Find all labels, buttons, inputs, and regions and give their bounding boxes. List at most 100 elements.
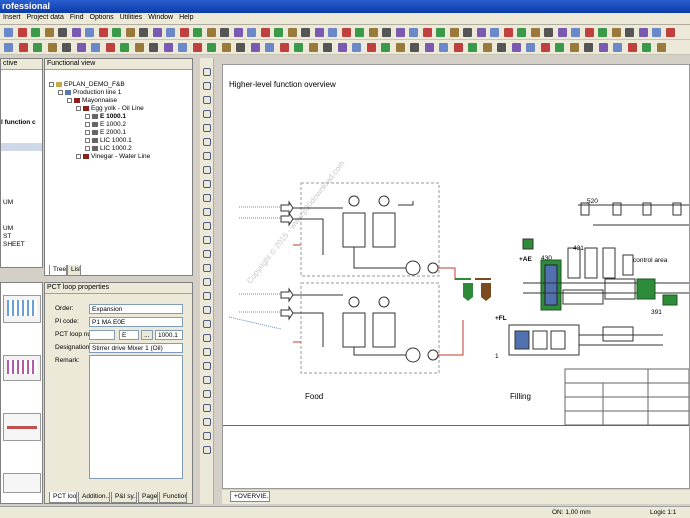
toolbar-button-icon[interactable] xyxy=(352,43,361,52)
toolbar-button-icon[interactable] xyxy=(112,28,121,37)
toolbar-button-icon[interactable] xyxy=(436,28,445,37)
menu-help[interactable]: Help xyxy=(179,14,194,21)
drawing-tool-icon[interactable] xyxy=(203,264,211,272)
drawing-tool-icon[interactable] xyxy=(203,82,211,90)
tab-pages[interactable]: Pages xyxy=(138,492,158,503)
toolbar-button-icon[interactable] xyxy=(250,43,260,52)
drawing-tool-icon[interactable] xyxy=(203,320,211,328)
loop-e-field[interactable]: E xyxy=(119,330,139,340)
drawing-tool-icon[interactable] xyxy=(203,180,211,188)
menu-find[interactable]: Find xyxy=(69,14,84,21)
toolbar-button-icon[interactable] xyxy=(439,43,448,52)
toolbar-button-icon[interactable] xyxy=(638,28,648,37)
toolbar-button-icon[interactable] xyxy=(287,28,297,37)
toolbar-button-icon[interactable] xyxy=(368,28,378,37)
toolbar-button-icon[interactable] xyxy=(540,43,550,52)
drawing-tool-icon[interactable] xyxy=(203,418,211,426)
toolbar-button-icon[interactable] xyxy=(571,28,580,37)
toolbar-button-icon[interactable] xyxy=(613,43,622,52)
loop-number-field[interactable]: 1000.1 xyxy=(155,330,183,340)
toolbar-button-icon[interactable] xyxy=(58,28,67,37)
toolbar-button-icon[interactable] xyxy=(47,43,57,52)
tree-item[interactable]: LIC 1000.1 xyxy=(49,137,150,145)
drawing-tool-icon[interactable] xyxy=(203,446,211,454)
drawing-tool-icon[interactable] xyxy=(203,96,211,104)
toolbar-button-icon[interactable] xyxy=(468,43,477,52)
toolbar-button-icon[interactable] xyxy=(76,43,86,52)
toolbar-button-icon[interactable] xyxy=(207,43,216,52)
toolbar-button-icon[interactable] xyxy=(463,28,472,37)
toolbar-button-icon[interactable] xyxy=(236,43,245,52)
toolbar-button-icon[interactable] xyxy=(395,28,405,37)
left-panel-item[interactable]: UM xyxy=(3,199,14,206)
toolbar-button-icon[interactable] xyxy=(476,28,486,37)
toolbar-button-icon[interactable] xyxy=(149,43,158,52)
tree-item[interactable]: LIC 1000.2 xyxy=(49,145,150,153)
toolbar-button-icon[interactable] xyxy=(382,28,391,37)
tree-item[interactable]: E 1000.1 xyxy=(49,113,150,121)
order-select[interactable]: Expansion xyxy=(89,304,183,314)
toolbar-button-icon[interactable] xyxy=(449,28,459,37)
toolbar-button-icon[interactable] xyxy=(193,28,202,37)
page-thumbnail[interactable] xyxy=(3,355,41,381)
toolbar-button-icon[interactable] xyxy=(611,28,621,37)
toolbar-button-icon[interactable] xyxy=(410,43,419,52)
drawing-tool-icon[interactable] xyxy=(203,292,211,300)
toolbar-button-icon[interactable] xyxy=(166,28,175,37)
toolbar-button-icon[interactable] xyxy=(31,28,40,37)
drawing-tool-icon[interactable] xyxy=(203,222,211,230)
toolbar-button-icon[interactable] xyxy=(178,43,187,52)
toolbar-button-icon[interactable] xyxy=(247,28,256,37)
drawing-tool-icon[interactable] xyxy=(203,208,211,216)
toolbar-button-icon[interactable] xyxy=(4,28,13,37)
tab-addition[interactable]: Addition... xyxy=(78,492,110,503)
toolbar-button-icon[interactable] xyxy=(584,28,594,37)
toolbar-button-icon[interactable] xyxy=(17,28,27,37)
drawing-tool-icon[interactable] xyxy=(203,334,211,342)
toolbar-button-icon[interactable] xyxy=(625,28,634,37)
toolbar-button-icon[interactable] xyxy=(497,43,506,52)
toolbar-button-icon[interactable] xyxy=(526,43,535,52)
menu-project-data[interactable]: Project data xyxy=(26,14,64,21)
drawing-tool-icon[interactable] xyxy=(203,250,211,258)
toolbar-button-icon[interactable] xyxy=(179,28,189,37)
toolbar-button-icon[interactable] xyxy=(44,28,54,37)
toolbar-button-icon[interactable] xyxy=(490,28,499,37)
toolbar-button-icon[interactable] xyxy=(139,28,148,37)
toolbar-button-icon[interactable] xyxy=(656,43,666,52)
tab-tree[interactable]: Tree xyxy=(49,265,67,276)
toolbar-button-icon[interactable] xyxy=(422,28,432,37)
toolbar-button-icon[interactable] xyxy=(665,28,675,37)
toolbar-button-icon[interactable] xyxy=(134,43,144,52)
toolbar-button-icon[interactable] xyxy=(652,28,661,37)
toolbar-button-icon[interactable] xyxy=(366,43,376,52)
toolbar-button-icon[interactable] xyxy=(301,28,310,37)
toolbar-button-icon[interactable] xyxy=(453,43,463,52)
designation-field[interactable]: Stirrer drive Mixer 1 (Oil) xyxy=(89,343,183,353)
left-panel-item[interactable]: l function c xyxy=(1,119,36,126)
drawing-tool-icon[interactable] xyxy=(203,138,211,146)
toolbar-button-icon[interactable] xyxy=(71,28,81,37)
toolbar-button-icon[interactable] xyxy=(328,28,337,37)
tab-functions[interactable]: Functions xyxy=(159,492,187,503)
drawing-tool-icon[interactable] xyxy=(203,390,211,398)
drawing-tool-icon[interactable] xyxy=(203,306,211,314)
toolbar-button-icon[interactable] xyxy=(120,43,129,52)
toolbar-button-icon[interactable] xyxy=(163,43,173,52)
toolbar-button-icon[interactable] xyxy=(308,43,318,52)
page-thumbnail[interactable] xyxy=(3,413,41,441)
toolbar-button-icon[interactable] xyxy=(584,43,593,52)
drawing-tool-icon[interactable] xyxy=(203,278,211,286)
toolbar-button-icon[interactable] xyxy=(233,28,243,37)
drawing-tool-icon[interactable] xyxy=(203,236,211,244)
toolbar-button-icon[interactable] xyxy=(503,28,513,37)
sheet-tab[interactable]: +OVERVIE... xyxy=(230,491,270,502)
toolbar-button-icon[interactable] xyxy=(323,43,332,52)
toolbar-button-icon[interactable] xyxy=(409,28,418,37)
toolbar-button-icon[interactable] xyxy=(91,43,100,52)
toolbar-button-icon[interactable] xyxy=(33,43,42,52)
page-thumbnail[interactable] xyxy=(3,473,41,493)
loop-browse-button[interactable]: ... xyxy=(141,330,153,340)
tab-pct-loop[interactable]: PCT loop xyxy=(49,492,77,503)
toolbar-button-icon[interactable] xyxy=(530,28,540,37)
